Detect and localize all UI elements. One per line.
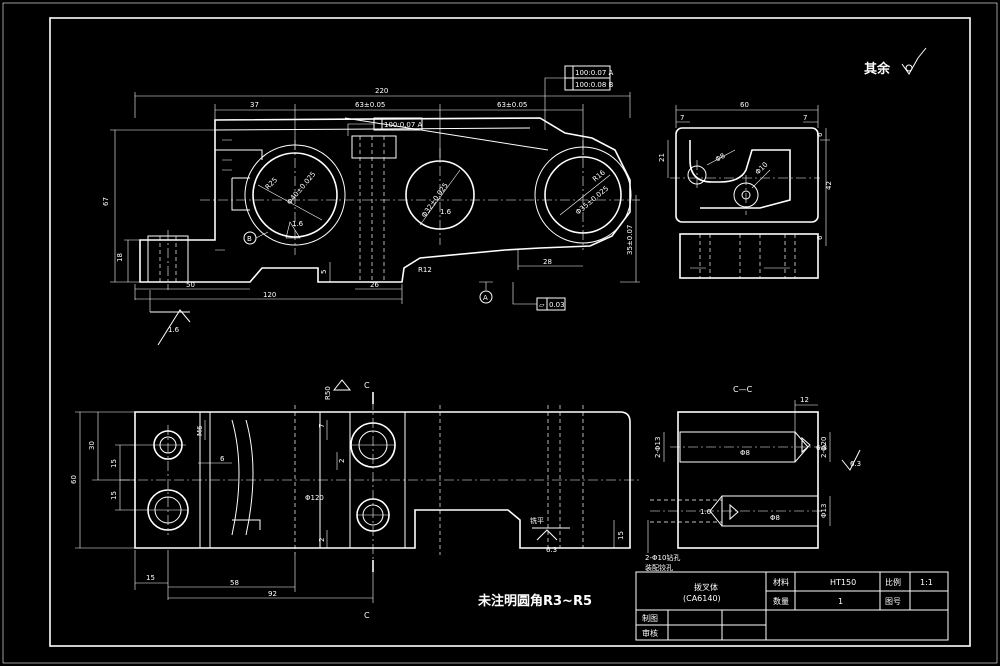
title-block: 拨叉体 (CA6140) 材料 HT150 比例 1:1 数量 1 图号 制图 …: [635, 571, 949, 641]
svg-text:制图: 制图: [642, 613, 658, 623]
svg-text:B: B: [247, 235, 252, 243]
svg-text:Φ40±0.025: Φ40±0.025: [285, 170, 317, 206]
svg-text:6: 6: [816, 132, 824, 137]
svg-text:1.6: 1.6: [700, 508, 712, 516]
svg-text:15: 15: [110, 459, 118, 468]
svg-text:28: 28: [543, 258, 552, 266]
svg-text:42: 42: [825, 181, 833, 190]
svg-text:6.3: 6.3: [546, 546, 557, 554]
svg-text:6.3: 6.3: [850, 460, 861, 468]
svg-text:37: 37: [250, 101, 259, 109]
svg-text:M6: M6: [196, 425, 204, 436]
side-view: [670, 127, 820, 279]
svg-text:A: A: [483, 294, 488, 302]
svg-text:0.03: 0.03: [549, 301, 565, 309]
svg-text:Φ8: Φ8: [714, 152, 727, 164]
remark-text: 其余: [864, 61, 891, 77]
svg-text:装配铰孔: 装配铰孔: [645, 563, 673, 572]
svg-text:▱: ▱: [539, 301, 545, 309]
svg-text:12: 12: [800, 396, 809, 404]
front-view: [139, 117, 640, 290]
part-model: (CA6140): [683, 594, 721, 603]
svg-text:2-Φ13: 2-Φ13: [654, 437, 662, 458]
svg-text:7: 7: [803, 114, 807, 122]
svg-text:2-Φ10钻孔: 2-Φ10钻孔: [645, 553, 680, 562]
svg-text:1.6: 1.6: [292, 220, 304, 228]
svg-text:7: 7: [318, 424, 326, 428]
svg-text:1.6: 1.6: [168, 326, 180, 334]
svg-text:18: 18: [116, 253, 124, 262]
svg-text:C: C: [364, 611, 370, 620]
svg-text:6.3: 6.3: [816, 444, 827, 452]
svg-text:材料: 材料: [773, 577, 789, 587]
tolerance-frames: 100:0.07 A 100:0.08 B 100:0.07 A: [347, 65, 614, 136]
svg-text:100:0.08 B: 100:0.08 B: [575, 81, 614, 89]
svg-text:R50: R50: [324, 386, 332, 400]
svg-text:HT150: HT150: [830, 578, 856, 587]
svg-text:C—C: C—C: [733, 385, 753, 394]
svg-text:Φ120: Φ120: [305, 494, 324, 502]
roughness-symbol-icon: [901, 47, 927, 75]
svg-text:30: 30: [88, 441, 96, 450]
svg-text:比例: 比例: [885, 577, 901, 587]
svg-text:60: 60: [70, 475, 78, 484]
svg-text:92: 92: [268, 590, 277, 598]
drawing-frame: [49, 17, 971, 647]
svg-text:1: 1: [838, 597, 843, 606]
svg-text:35±0.07: 35±0.07: [626, 225, 634, 255]
top-dimensions: 60 30 15 15 15 58 92 6 2 7 2 M6 Φ120 R50…: [70, 379, 625, 620]
svg-text:15: 15: [110, 491, 118, 500]
section-view: [650, 411, 825, 549]
svg-text:50: 50: [186, 281, 195, 289]
svg-text:60: 60: [740, 101, 749, 109]
svg-text:7: 7: [680, 114, 684, 122]
svg-text:审核: 审核: [642, 628, 658, 638]
svg-text:100:0.07 A: 100:0.07 A: [575, 69, 614, 77]
svg-text:100:0.07 A: 100:0.07 A: [384, 121, 423, 129]
fillet-note: 未注明圆角R3~R5: [477, 593, 592, 609]
svg-text:Φ8: Φ8: [740, 449, 750, 457]
svg-text:6: 6: [220, 455, 225, 463]
top-view: [120, 400, 640, 560]
svg-text:2-Φ20: 2-Φ20: [820, 437, 828, 458]
svg-text:C: C: [364, 381, 370, 390]
svg-text:6: 6: [816, 235, 824, 240]
svg-text:数量: 数量: [773, 596, 789, 606]
svg-text:Φ8: Φ8: [770, 514, 780, 522]
svg-text:1:1: 1:1: [920, 578, 933, 587]
svg-text:21: 21: [658, 153, 666, 162]
svg-text:15: 15: [617, 531, 625, 540]
svg-text:铣平: 铣平: [530, 516, 544, 525]
svg-text:2: 2: [318, 538, 326, 542]
svg-text:1.6: 1.6: [440, 208, 452, 216]
svg-text:R16: R16: [591, 168, 607, 183]
svg-text:2: 2: [338, 459, 346, 463]
svg-text:5: 5: [320, 270, 328, 274]
svg-text:120: 120: [263, 291, 276, 299]
svg-text:图号: 图号: [885, 597, 901, 606]
section-dimensions: C—C 12 2-Φ13 2-Φ20 Φ13 Φ8 Φ8 6.3 6.3 1.6…: [645, 385, 861, 572]
svg-text:15: 15: [146, 574, 155, 582]
side-dimensions: 60 7 7 6 42 21 6 Φ8 Φ10: [658, 101, 833, 246]
svg-text:67: 67: [102, 197, 110, 206]
svg-text:26: 26: [370, 281, 379, 289]
svg-text:220: 220: [375, 87, 388, 95]
svg-text:R12: R12: [418, 266, 432, 274]
svg-text:58: 58: [230, 579, 239, 587]
svg-text:Φ10: Φ10: [754, 161, 770, 177]
svg-text:63±0.05: 63±0.05: [355, 101, 385, 109]
front-dimensions: 220 37 63±0.05 63±0.05 67 18 50 120 26 5…: [102, 87, 640, 346]
svg-text:63±0.05: 63±0.05: [497, 101, 527, 109]
part-name: 拨叉体: [694, 582, 718, 592]
svg-text:R25: R25: [264, 176, 279, 191]
svg-text:Φ13: Φ13: [820, 504, 828, 518]
